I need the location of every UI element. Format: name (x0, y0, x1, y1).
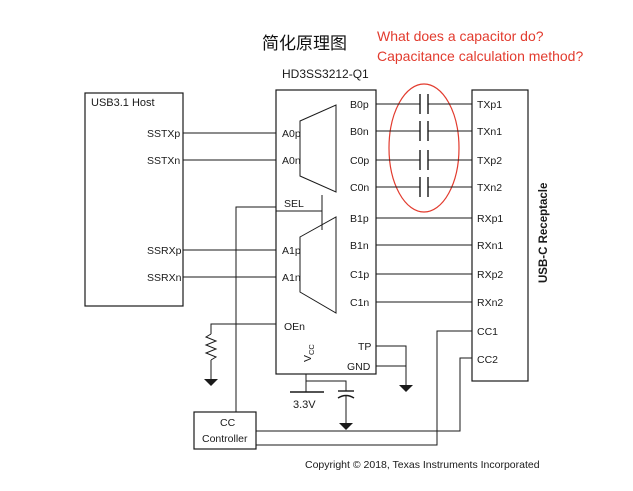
chip-pin-gnd: GND (347, 361, 371, 373)
chip-pin-tp: TP (358, 341, 371, 353)
rec-pin-txn1: TXn1 (477, 126, 502, 138)
ground-symbol-oen (204, 379, 218, 386)
usb-host-box (84, 92, 184, 307)
annotation-question-1: What does a capacitor do? (377, 28, 544, 44)
mux-lower (299, 216, 337, 314)
chip-pin-c1p: C1p (350, 269, 369, 281)
cc1-wire (256, 330, 472, 446)
rec-pin-cc2: CC2 (477, 354, 498, 366)
host-pin-sstxn: SSTXn (147, 155, 180, 167)
rec-pin-rxp1: RXp1 (477, 213, 503, 225)
chip-pin-a1p: A1p (282, 245, 301, 257)
vcc-label-sub: CC (307, 344, 316, 355)
host-pin-ssrxn: SSRXn (147, 272, 182, 284)
diagram-title: 简化原理图 (262, 34, 347, 54)
rec-pin-rxp2: RXp2 (477, 269, 503, 281)
rec-pin-rxn1: RXn1 (477, 240, 503, 252)
cc-controller-box (193, 411, 257, 450)
svg-text:VCC: VCC (302, 344, 316, 362)
chip-pin-c0p: C0p (350, 155, 369, 167)
rec-pin-txn2: TXn2 (477, 182, 502, 194)
vcc-supply-wiring (290, 374, 347, 393)
decoupling-capacitor (337, 390, 355, 423)
chip-pin-b1p: B1p (350, 213, 369, 225)
rec-pin-cc1: CC1 (477, 326, 498, 338)
host-pin-sstxp: SSTXp (147, 128, 180, 140)
switch-chip-box (275, 89, 377, 375)
rec-pin-rxn2: RXn2 (477, 297, 503, 309)
chip-pin-c0n: C0n (350, 182, 369, 194)
sel-to-cc-controller-wire (235, 206, 276, 412)
chip-pin-sel: SEL (284, 198, 304, 210)
rx-wires (376, 217, 472, 303)
part-number-label: HD3SS3212-Q1 (282, 67, 369, 81)
receptacle-title: USB-C Receptacle (538, 183, 550, 283)
capacitor-tx-symbols (419, 94, 429, 197)
mux-upper (299, 104, 337, 193)
usb-host-title: USB3.1 Host (91, 97, 155, 109)
chip-pin-a0n: A0n (282, 155, 301, 167)
chip-pin-b0p: B0p (350, 99, 369, 111)
cc-controller-label-line2: Controller (202, 433, 248, 445)
chip-pin-a1n: A1n (282, 272, 301, 284)
supply-voltage-label: 3.3V (293, 399, 316, 411)
oen-pulldown-resistor (204, 323, 276, 379)
chip-pin-oen: OEn (284, 321, 305, 333)
cc-controller-label-line1: CC (220, 417, 236, 429)
vcc-label: VCC (302, 344, 316, 362)
ground-symbol-vcc (339, 423, 353, 430)
rec-pin-txp1: TXp1 (477, 99, 502, 111)
annotation-question-2: Capacitance calculation method? (377, 48, 583, 64)
capacitor-tx-wires (376, 103, 472, 188)
copyright-notice: Copyright © 2018, Texas Instruments Inco… (305, 459, 540, 471)
rec-pin-txp2: TXp2 (477, 155, 502, 167)
cc2-wire (256, 357, 472, 432)
chip-pin-b0n: B0n (350, 126, 369, 138)
chip-pin-c1n: C1n (350, 297, 369, 309)
chip-pin-a0p: A0p (282, 128, 301, 140)
usb-c-receptacle-box (471, 89, 529, 382)
ground-symbol-tp (399, 385, 413, 392)
host-pin-ssrxp: SSRXp (147, 245, 182, 257)
annotation-circle (388, 83, 460, 213)
chip-pin-b1n: B1n (350, 240, 369, 252)
receptacle-title-group: USB-C Receptacle (538, 183, 550, 283)
tp-gnd-wiring (376, 345, 407, 385)
vcc-label-main: V (302, 355, 314, 362)
